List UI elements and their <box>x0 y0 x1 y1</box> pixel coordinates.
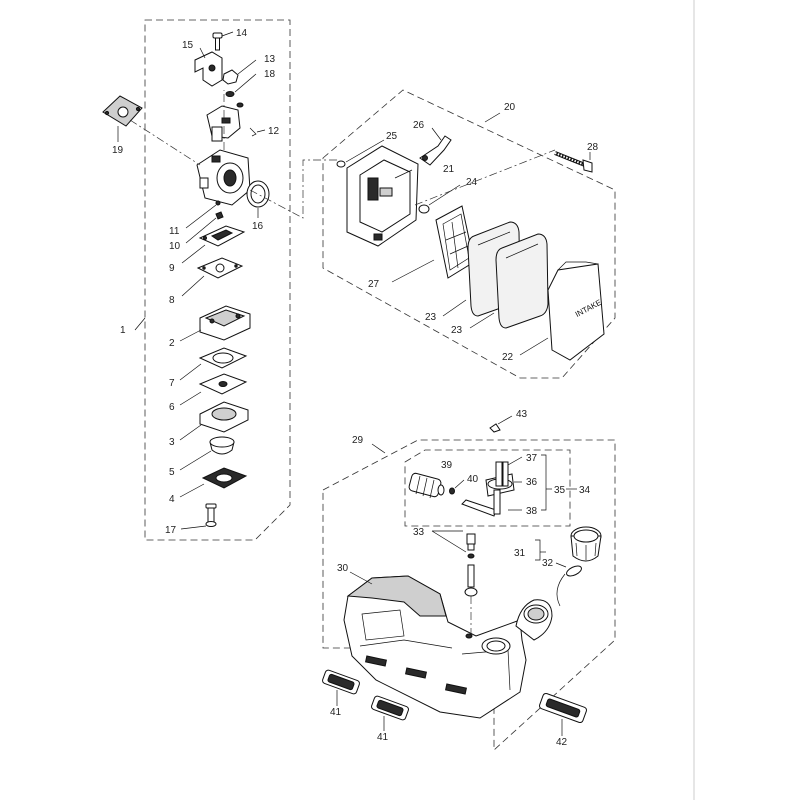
part-label-42: 42 <box>556 737 568 748</box>
part-label-17: 17 <box>165 525 177 536</box>
part-31-fuel-cap <box>570 526 602 562</box>
part-label-28: 28 <box>587 142 599 153</box>
part-label-32: 32 <box>542 558 554 569</box>
part-38-fuel-line <box>461 489 501 517</box>
part-label-26: 26 <box>413 120 425 131</box>
part-label-24: 24 <box>466 177 478 188</box>
part-label-1: 1 <box>120 325 126 336</box>
part-10-screw <box>185 211 224 244</box>
part-19-insulator <box>102 95 143 142</box>
part-30-fuel-tank <box>343 571 553 719</box>
carburetor-group-boundary <box>144 19 291 541</box>
part-41-pad-2 <box>371 695 409 731</box>
part-9-plate <box>181 225 246 264</box>
part-label-21: 21 <box>443 164 455 175</box>
part-label-27: 27 <box>368 279 380 290</box>
part-39-fuel-filter <box>408 472 445 499</box>
part-40-clamp <box>449 479 465 495</box>
part-23-foam-element-2 <box>469 233 549 329</box>
part-label-41-a: 41 <box>330 707 342 718</box>
part-label-9: 9 <box>169 263 175 274</box>
part-label-15: 15 <box>182 40 194 51</box>
part-label-5: 5 <box>169 467 175 478</box>
part-17-long-screw <box>180 503 217 530</box>
part-label-16: 16 <box>252 221 264 232</box>
part-12-clip <box>249 127 266 137</box>
fuel-tank-group-boundary <box>322 439 616 751</box>
part-13-nut <box>222 59 257 85</box>
part-label-12: 12 <box>268 126 280 137</box>
fuel-pickup-kit-boundary <box>404 449 571 527</box>
part-28-bolt <box>554 151 593 173</box>
part-15-bracket <box>194 47 223 87</box>
part-label-10: 10 <box>169 241 181 252</box>
part-label-14: 14 <box>236 28 248 39</box>
part-label-37: 37 <box>526 453 538 464</box>
carburetor-body <box>196 149 251 206</box>
part-label-33: 33 <box>413 527 425 538</box>
part-label-39: 39 <box>441 460 453 471</box>
part-11-needle <box>185 200 221 229</box>
part-label-19: 19 <box>112 145 124 156</box>
part-label-23-a: 23 <box>425 312 437 323</box>
throttle-shaft-assembly <box>206 102 244 142</box>
fuel-tank-group <box>322 415 616 751</box>
part-label-8: 8 <box>169 295 175 306</box>
part-number-labels: 14 15 13 18 12 19 11 10 16 9 8 1 2 7 6 3… <box>112 28 599 748</box>
part-label-36: 36 <box>526 477 538 488</box>
part-7-diaphragm-gasket <box>179 347 248 381</box>
part-label-43: 43 <box>516 409 528 420</box>
part-4-retainer <box>179 467 248 498</box>
part-18-washer <box>225 73 257 97</box>
part-label-25: 25 <box>386 131 398 142</box>
carburetor-group <box>102 19 340 541</box>
part-label-6: 6 <box>169 402 175 413</box>
part-16-gasket <box>246 180 270 218</box>
part-5-primer-bulb <box>179 436 235 471</box>
part-33-vent <box>431 530 478 597</box>
part-label-41-b: 41 <box>377 732 389 743</box>
part-6-diaphragm <box>179 373 248 406</box>
air-filter-group: INTAKE <box>322 89 616 379</box>
part-41-pad-1 <box>322 669 360 706</box>
part-label-7: 7 <box>169 378 175 389</box>
part-37-breather-tube <box>495 461 509 487</box>
part-43-clip <box>489 415 513 433</box>
part-label-29: 29 <box>352 435 364 446</box>
part-8-gasket <box>181 257 244 297</box>
part-label-31: 31 <box>514 548 526 559</box>
part-label-11: 11 <box>169 226 180 237</box>
part-label-30: 30 <box>337 563 349 574</box>
air-filter-housing <box>346 145 419 247</box>
part-label-18: 18 <box>264 69 276 80</box>
part-label-23-b: 23 <box>451 325 463 336</box>
air-filter-group-boundary <box>322 89 616 379</box>
part-label-3: 3 <box>169 437 175 448</box>
part-label-35: 35 <box>554 485 566 496</box>
part-24-washer <box>418 184 461 214</box>
part-label-2: 2 <box>169 338 175 349</box>
part-14-screw <box>212 31 234 51</box>
part-22-intake-cover: INTAKE <box>519 261 605 361</box>
part-26-choke-lever <box>419 127 452 166</box>
part-2-pump-body <box>179 305 251 342</box>
part-label-20: 20 <box>504 102 516 113</box>
part-3-cover <box>179 401 249 441</box>
part-label-22: 22 <box>502 352 514 363</box>
part-label-4: 4 <box>169 494 175 505</box>
part-42-pad <box>538 692 588 736</box>
part-label-40: 40 <box>467 474 479 485</box>
part-25-screw <box>336 139 385 168</box>
part-label-13: 13 <box>264 54 276 65</box>
part-32-cap-gasket <box>556 565 582 607</box>
part-label-38: 38 <box>526 506 538 517</box>
part-label-34: 34 <box>579 485 591 496</box>
